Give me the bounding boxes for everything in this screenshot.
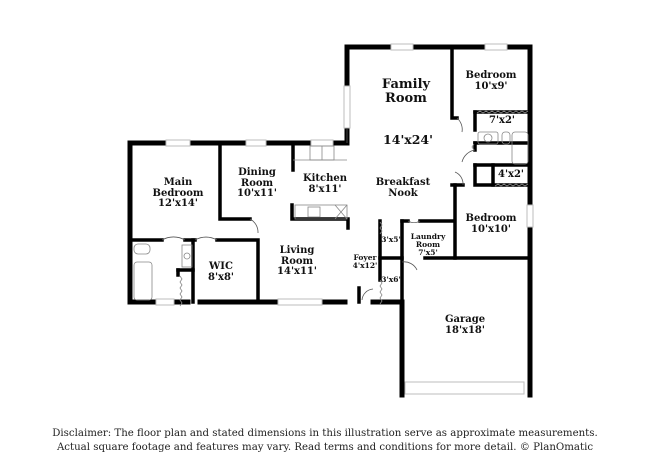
- room-dimension: 3'x6': [381, 275, 401, 284]
- room-label-breakfast-nook: Breakfast Nook: [375, 177, 431, 199]
- windows: [155, 43, 534, 395]
- room-name: Room: [385, 91, 427, 107]
- room-label-dining-room: Dining Room 10'x11': [237, 167, 277, 200]
- room-label-kitchen: Kitchen 8'x11': [302, 173, 348, 195]
- room-label-closet-3x6: 3'x6': [381, 276, 401, 284]
- room-name: Nook: [388, 187, 418, 199]
- room-name: Bedroom: [152, 187, 204, 199]
- room-label-closet-3x5: 3'x5': [381, 236, 401, 244]
- room-name: Room: [240, 177, 274, 189]
- room-dimension: 10'x10': [471, 223, 511, 235]
- disclaimer: Disclaimer: The floor plan and stated di…: [0, 427, 650, 455]
- room-dimension: 12'x14': [158, 198, 198, 209]
- room-label-main-bedroom: Main Bedroom 12'x14': [152, 177, 204, 210]
- room-name: Dining: [238, 167, 276, 178]
- room-label-foyer: Foyer 4'x12': [353, 254, 378, 270]
- room-label-wic: WIC 8'x8': [207, 261, 235, 283]
- closet-doors: [179, 110, 529, 307]
- room-name: Kitchen: [302, 173, 348, 184]
- interior-walls: [128, 45, 532, 304]
- room-dimension: 8'x8': [207, 271, 235, 283]
- room-name: WIC: [209, 261, 233, 272]
- room-name: Bedroom: [465, 213, 517, 224]
- room-label-bedroom-right: Bedroom 10'x10': [465, 213, 517, 235]
- room-name: Breakfast: [375, 177, 431, 188]
- room-dimension: 10'x11': [237, 188, 277, 199]
- room-label-living-room: Living Room 14'x11': [277, 245, 317, 278]
- disclaimer-line-1: Disclaimer: The floor plan and stated di…: [52, 428, 598, 439]
- room-label-bedroom-top: Bedroom 10'x9': [465, 70, 517, 92]
- room-dimension: 10'x9': [474, 80, 508, 92]
- room-dimension: 18'x18': [445, 324, 485, 336]
- room-name: Room: [280, 255, 314, 267]
- room-name: Main: [163, 177, 193, 188]
- room-name: Living: [279, 245, 315, 256]
- room-name: Family: [381, 77, 431, 92]
- room-dimension: 4'x2': [497, 169, 525, 180]
- room-name: Garage: [444, 314, 486, 325]
- room-dimension: 14'x11': [277, 266, 317, 277]
- room-label-garage: Garage 18'x18': [444, 314, 486, 336]
- room-dimension: 4'x12': [352, 260, 378, 270]
- room-dimension: 14'x24': [383, 132, 433, 147]
- room-name: Bedroom: [465, 70, 517, 81]
- room-label-closet-7x2: 7'x2': [488, 115, 516, 127]
- room-name: Laundry: [410, 232, 446, 241]
- room-dimension: 8'x11': [308, 183, 342, 195]
- room-dim-family-room: 14'x24': [383, 133, 433, 146]
- room-dimension: 7'x2': [488, 115, 516, 126]
- room-name: Foyer: [353, 253, 377, 262]
- room-name: Room: [415, 239, 441, 249]
- room-label-laundry-room: Laundry Room 7'x5': [411, 233, 446, 257]
- room-label-family-room: Family Room: [381, 77, 431, 107]
- room-dimension: 7'x5': [418, 247, 438, 257]
- room-dimension: 3'x5': [381, 235, 401, 244]
- fixtures: [133, 131, 529, 301]
- disclaimer-line-2: Actual square footage and features may v…: [56, 442, 594, 453]
- door-swings: [161, 117, 476, 301]
- room-label-closet-4x2: 4'x2': [497, 169, 525, 181]
